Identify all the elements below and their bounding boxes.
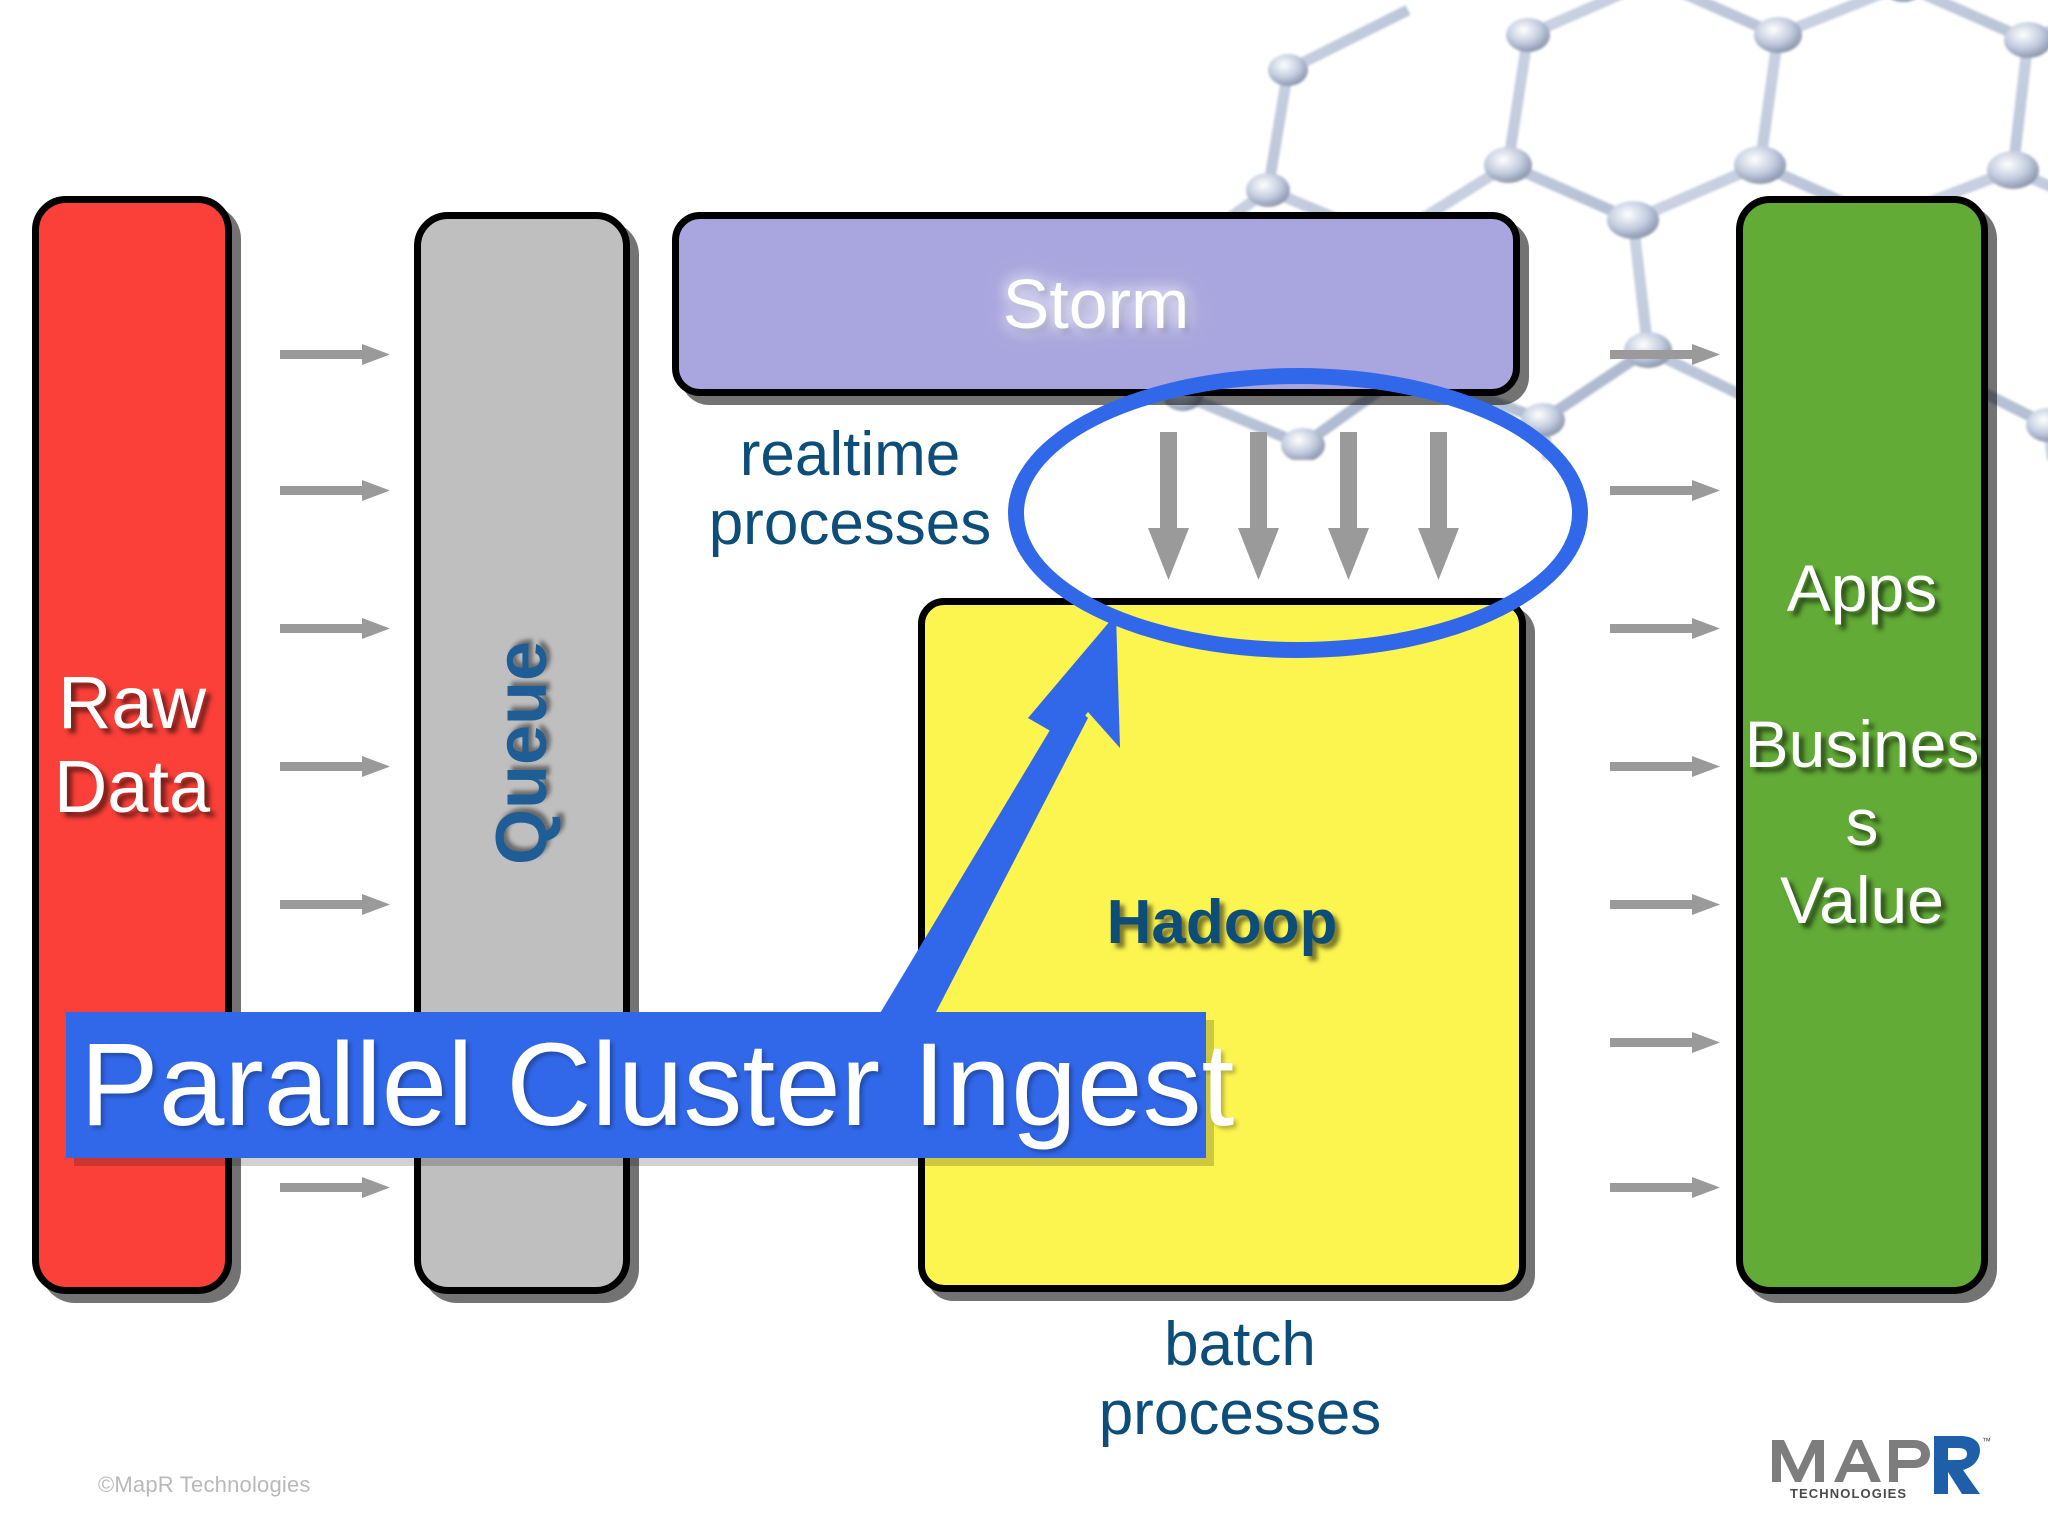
box-hadoop[interactable]: Hadoop <box>918 598 1526 1292</box>
arrow-group-processing-to-apps <box>1608 330 1728 1230</box>
caption-realtime-processes: realtime processes <box>708 420 992 559</box>
caption-batch-processes: batch processes <box>1098 1310 1382 1449</box>
box-apps-label: Apps Busines s Value <box>1744 551 1980 937</box>
box-apps-business-value[interactable]: Apps Busines s Value <box>1736 196 1988 1294</box>
svg-text:TECHNOLOGIES: TECHNOLOGIES <box>1790 1486 1907 1501</box>
mapr-logo-icon: TECHNOLOGIES ™ <box>1772 1436 1991 1501</box>
box-queue-label: Queue <box>482 640 562 866</box>
grey-arrows-right-icon <box>1610 344 1720 1198</box>
box-storm-label: Storm <box>1002 265 1190 343</box>
grey-arrows-left-icon <box>280 344 390 1198</box>
ingest-arrow-icon <box>846 614 1120 1070</box>
arrow-group-raw-to-queue <box>278 330 398 1220</box>
copyright-text: ©MapR Technologies <box>98 1472 311 1497</box>
banner-label: Parallel Cluster Ingest <box>80 1019 1235 1151</box>
box-hadoop-label: Hadoop <box>1106 888 1338 957</box>
svg-text:™: ™ <box>1982 1436 1991 1446</box>
box-raw-data-label: Raw Data <box>53 660 211 828</box>
box-storm[interactable]: Storm <box>672 212 1520 396</box>
banner-parallel-cluster-ingest[interactable]: Parallel Cluster Ingest <box>66 1012 1234 1158</box>
